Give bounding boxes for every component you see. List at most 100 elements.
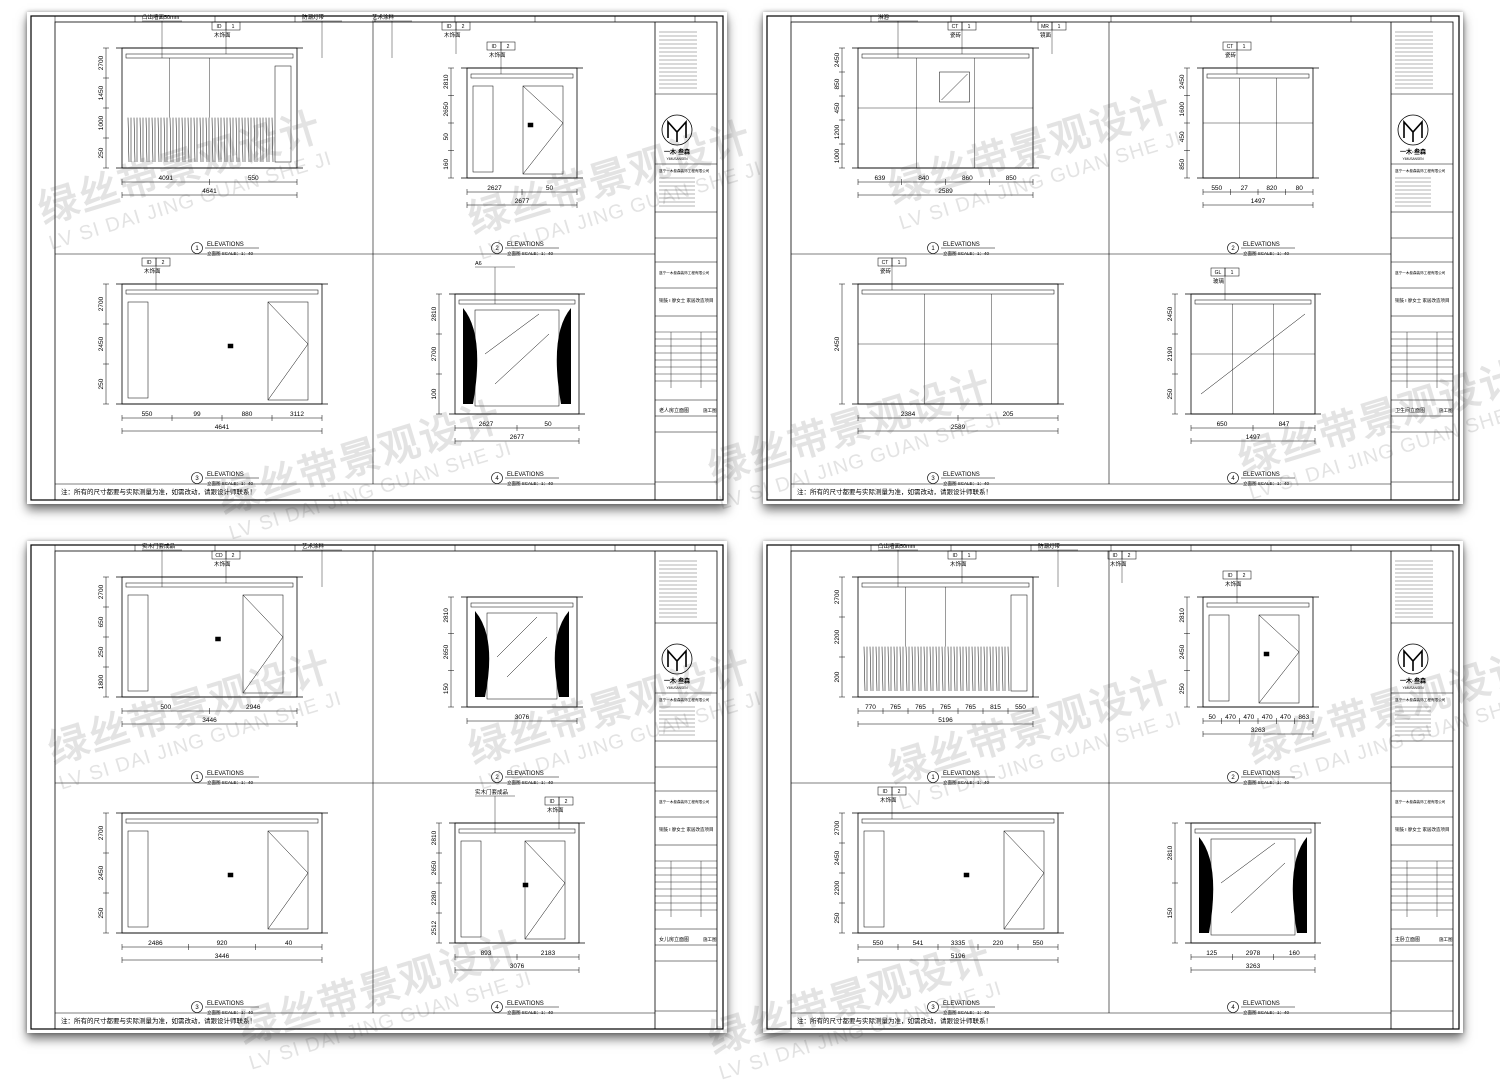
headboard-hatch [887,646,890,692]
headboard-hatch [983,646,986,692]
elevation-label: ELEVATIONS [207,472,244,478]
material-number: 2 [462,24,465,30]
project-name: 铜鼓 I 廖女士 家居改造项目 [1395,297,1450,304]
material-name: 瓷砖 [950,31,962,39]
elevation-label: ELEVATIONS [207,771,244,777]
dimension-total: 3446 [202,717,217,724]
headboard-hatch [905,646,908,692]
dimension-value: 550 [142,411,153,418]
dimension-value: 450 [1179,131,1186,142]
ceiling-rail [1194,828,1312,834]
dimension-value: 40 [285,940,293,947]
dimension-value: 80 [1296,185,1304,192]
fixture-outline [484,313,540,355]
headboard-hatch [193,117,196,163]
dimension-value: 27 [1241,185,1249,192]
callout-label: 实木门套成品 [475,788,509,796]
dimension-total: 3263 [1251,727,1266,734]
material-code: ID [550,799,555,805]
drawing-stage: 施工图 [703,936,717,943]
dimension-value: 470 [1280,714,1291,721]
dimension-value: 920 [217,940,228,947]
headboard-hatch [977,646,980,692]
curtain-left [475,611,490,697]
elevation-number: 1 [195,775,199,781]
elevation-marker [191,472,203,484]
material-tag [225,21,241,31]
elevation-scale: 立面图 SCALE：1：40 [507,1009,554,1016]
firm-name: 遂宁一木叁森装饰工程有限公司 [659,697,710,702]
drawing-title: 卫生间立面图 [1395,407,1425,414]
elevation-label: ELEVATIONS [507,1001,544,1007]
door [522,85,564,175]
dimension-value: 2200 [834,880,841,895]
ceiling-rail [861,818,1055,824]
general-note: 注：所有的尺寸都要与实际测量为准，如需改动，请跟设计师联系！ [797,1016,992,1025]
ceiling-rail [125,289,319,295]
material-tag [1224,267,1240,277]
material-name: 瓷砖 [880,267,892,275]
material-name: 木饰面 [950,560,967,568]
fixture-outline [242,594,284,694]
dimension-value: 250 [1167,388,1174,399]
ceiling-rail [470,602,574,608]
door [267,830,309,930]
material-name: 木饰面 [547,806,564,814]
ceiling-rail [458,299,576,305]
door [242,594,284,694]
elevation-number: 1 [195,246,199,252]
dimension-value: 50 [443,133,450,141]
elevation-scale: 立面图 SCALE：1：40 [507,250,554,257]
curtain-left [463,308,478,404]
dimension-value: 500 [160,704,171,711]
headboard-hatch [229,117,232,163]
headboard-hatch [1007,646,1010,692]
elevation-scale: 立面图 SCALE：1：40 [207,779,254,786]
fixture-outline [1230,862,1286,914]
material-tag [961,21,977,31]
headboard-hatch [899,646,902,692]
dimension-value: 2700 [98,584,105,599]
headboard-hatch [127,117,130,163]
material-code: ID [883,789,888,795]
firm-name: 遂宁一木叁森装饰工程有限公司 [1395,168,1446,173]
material-number: 2 [565,799,568,805]
dimension-value: 250 [98,378,105,389]
headboard-hatch [217,117,220,163]
fixture-outline [496,616,538,658]
dimension-value: 99 [193,411,201,418]
material-name: 镜面 [1040,31,1052,39]
dimension-value: 765 [915,704,926,711]
dimension-total: 3076 [510,963,525,970]
dimension-total: 1497 [1246,434,1261,441]
elevation-number: 4 [495,1005,499,1011]
elevation-label: ELEVATIONS [507,242,544,248]
fixture-outline [1258,614,1300,704]
wardrobe [460,840,482,938]
inner-frame [54,21,718,501]
elevation-scale: 立面图 SCALE：1：40 [1243,250,1290,257]
headboard-hatch [989,646,992,692]
material-name: 木饰面 [1110,560,1127,568]
fixture-outline [506,636,548,678]
elevation-number: 3 [195,1005,199,1011]
dimension-value: 2512 [431,920,438,935]
dimension-value: 50 [1209,714,1217,721]
headboard-hatch [259,117,262,163]
firm-name: 遂宁一木叁森装饰工程有限公司 [1395,697,1446,702]
dimension-value: 550 [248,175,259,182]
headboard-hatch [145,117,148,163]
dimension-total: 5196 [938,717,953,724]
material-name: 木饰面 [214,31,231,39]
mirror [939,71,970,103]
elevation-label: ELEVATIONS [507,472,544,478]
outer-frame [766,15,1460,501]
callout-label: 艺术涂料 [372,13,395,21]
dimension-total: 3263 [1246,963,1261,970]
headboard-hatch [929,646,932,692]
headboard-hatch [187,117,190,163]
outer-frame [766,544,1460,1030]
